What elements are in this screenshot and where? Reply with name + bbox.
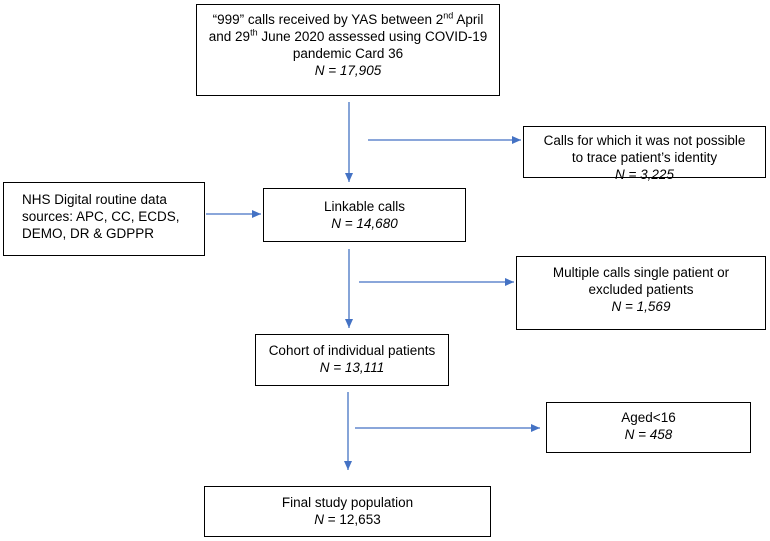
calls-received-box: “999” calls received by YAS between 2nd …	[196, 4, 500, 96]
untraceable-box: Calls for which it was not possible to t…	[523, 126, 766, 182]
final-population-count: N = 12,653	[314, 512, 381, 527]
multiple-calls-box: Multiple calls single patient or exclude…	[516, 256, 766, 330]
multiple-calls-line1: Multiple calls single patient or	[552, 265, 730, 280]
untraceable-line2: to trace patient’s identity	[571, 150, 718, 165]
linkable-count: N = 14,680	[331, 216, 398, 231]
cohort-box: Cohort of individual patients N = 13,111	[255, 334, 449, 386]
aged-count: N = 458	[624, 427, 673, 442]
multiple-calls-count: N = 1,569	[611, 299, 671, 314]
final-population-label: Final study population	[281, 495, 414, 510]
cohort-count: N = 13,111	[319, 360, 385, 375]
multiple-calls-line2: excluded patients	[588, 282, 694, 297]
linkable-label: Linkable calls	[323, 199, 406, 214]
calls-received-line1: “999” calls received by YAS between 2nd …	[212, 10, 484, 27]
nhs-sources-line1: NHS Digital routine data	[22, 192, 167, 207]
aged-label: Aged<16	[621, 410, 676, 425]
calls-received-line3: pandemic Card 36	[292, 46, 404, 61]
final-population-box: Final study population N = 12,653	[204, 486, 491, 537]
cohort-label: Cohort of individual patients	[268, 343, 436, 358]
calls-received-line2: and 29th June 2020 assessed using COVID-…	[208, 27, 488, 44]
untraceable-count: N = 3,225	[615, 167, 674, 182]
nhs-sources-box: NHS Digital routine data sources: APC, C…	[3, 182, 205, 256]
nhs-sources-line3: DEMO, DR & GDPPR	[22, 226, 155, 241]
nhs-sources-line2: sources: APC, CC, ECDS,	[22, 209, 180, 224]
aged-box: Aged<16 N = 458	[546, 402, 751, 453]
calls-received-count: N = 17,905	[314, 63, 382, 78]
linkable-box: Linkable calls N = 14,680	[263, 188, 466, 242]
untraceable-line1: Calls for which it was not possible	[543, 133, 746, 148]
